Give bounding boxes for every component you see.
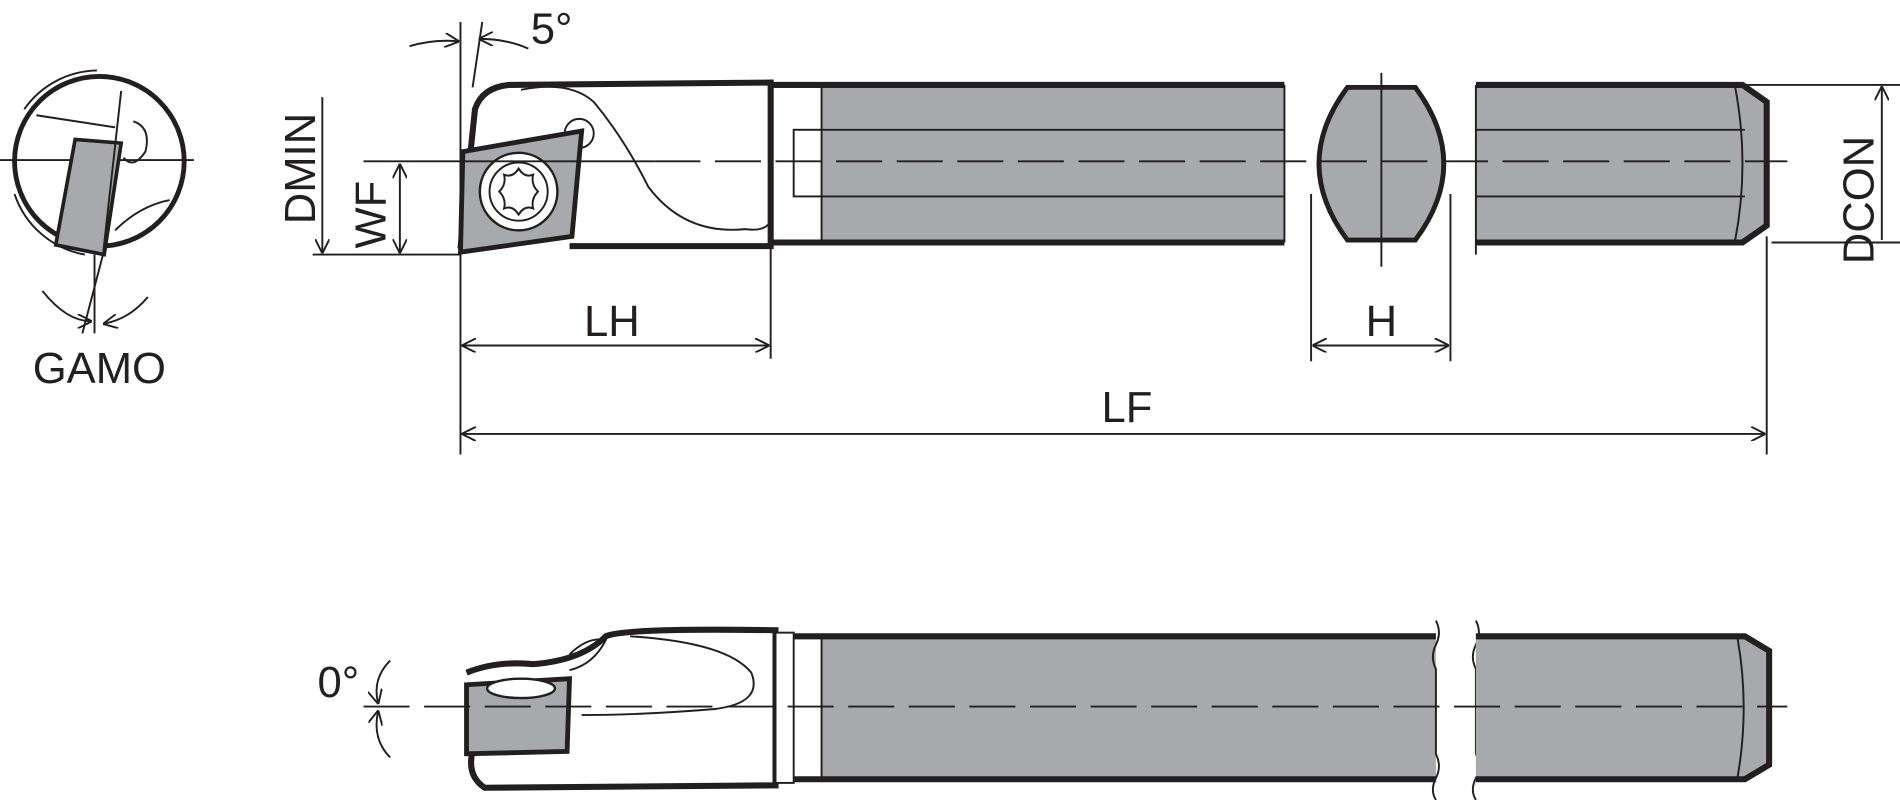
angle-0-label: 0°: [317, 659, 359, 707]
dmin-label: DMIN: [277, 113, 325, 224]
torx-icon: [497, 166, 540, 217]
lh-label: LH: [584, 298, 640, 346]
side-view: 0°: [317, 620, 1788, 800]
h-label: H: [1366, 298, 1398, 346]
end-view: GAMO: [0, 69, 194, 393]
dcon-label: DCON: [1835, 136, 1883, 264]
angle-5-label: 5°: [531, 6, 573, 54]
top-view: 5° DMIN WF LH H LF DCON: [277, 6, 1900, 455]
gamo-label: GAMO: [33, 345, 166, 393]
lf-label: LF: [1101, 384, 1152, 432]
wf-label: WF: [347, 181, 395, 249]
